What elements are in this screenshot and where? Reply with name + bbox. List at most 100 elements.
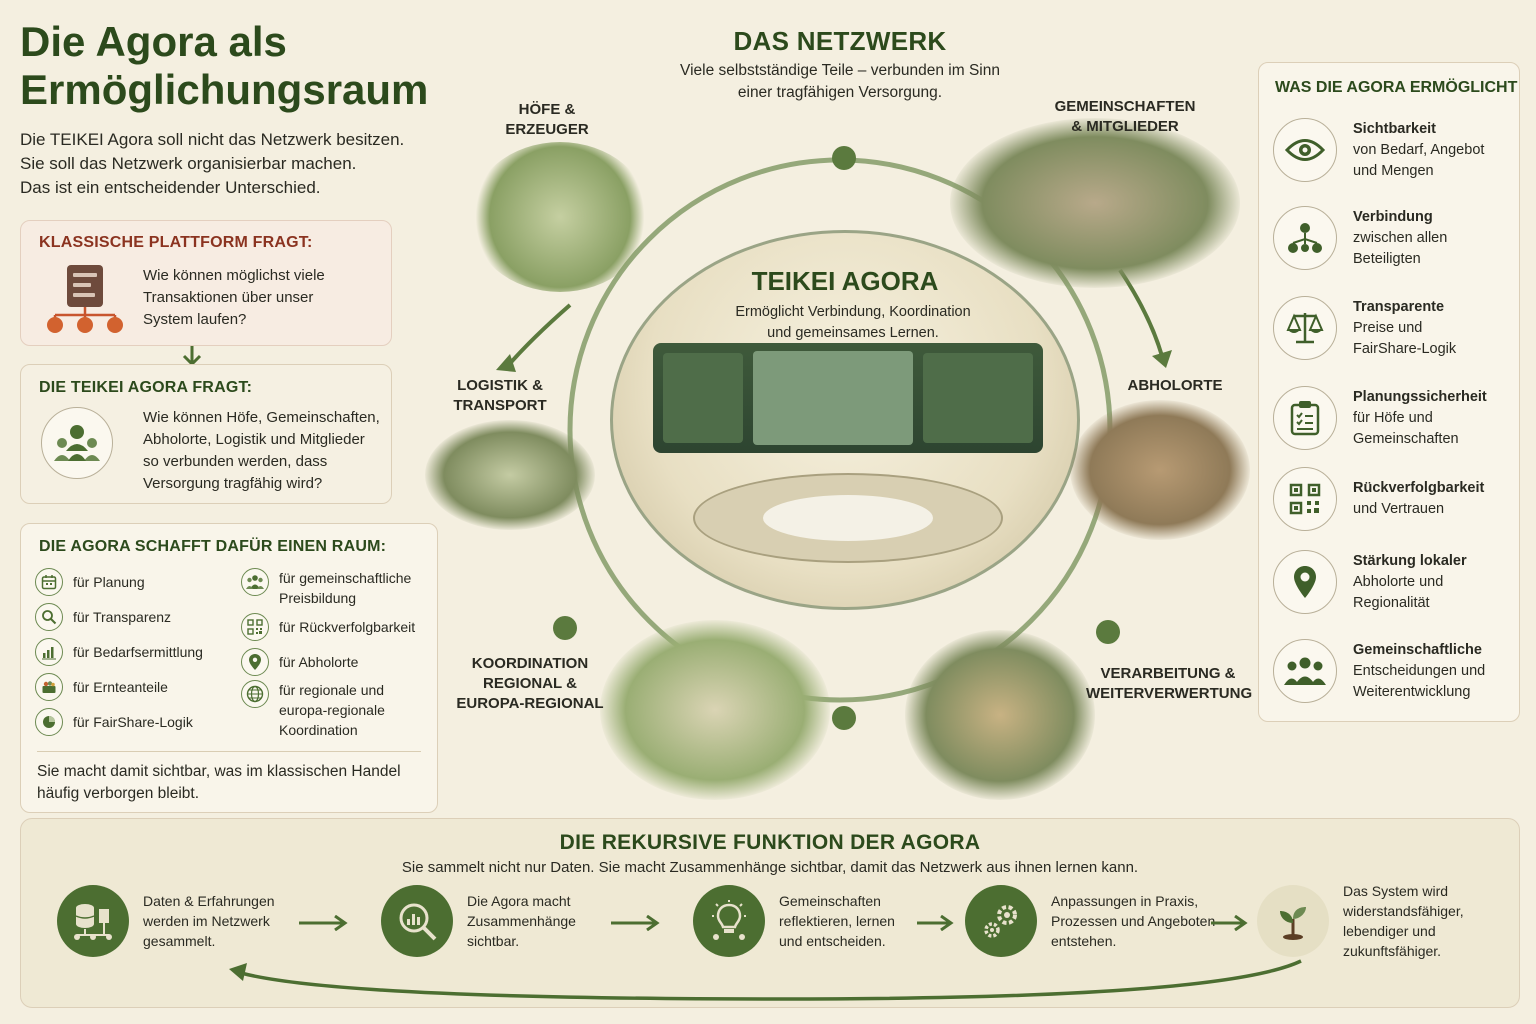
table-display: [763, 495, 933, 541]
arrow-right-icon: [1211, 915, 1248, 931]
intro-line: Die TEIKEI Agora soll nicht das Netzwerk…: [20, 130, 405, 149]
recursive-function-subtitle: Sie sammelt nicht nur Daten. Sie macht Z…: [401, 859, 1139, 876]
qr-code-icon: [241, 613, 269, 641]
step-line: Das System wird: [1343, 883, 1449, 899]
step-line: zukunftsfähiger.: [1343, 943, 1442, 959]
community-icon: [41, 407, 113, 479]
qr-code-icon: [1273, 467, 1337, 531]
recursive-step-4: Anpassungen in Praxis, Prozessen und Ange…: [965, 885, 1215, 957]
enables-item-text: FairShare-Logik: [1353, 340, 1457, 357]
enables-item-text: Regionalität: [1353, 594, 1430, 611]
recursive-function-panel: DIE REKURSIVE FUNKTION DER AGORA Sie sam…: [20, 818, 1520, 1008]
enables-item-text: und Vertrauen: [1353, 501, 1445, 517]
node-label-line: REGIONAL &: [483, 675, 577, 692]
arrow-right-icon: [611, 915, 660, 931]
enables-item-text: Entscheidungen und: [1353, 662, 1486, 679]
enables-item-title: Rückverfolgbarkeit: [1353, 480, 1485, 496]
raum-item-transparenz: für Transparenz: [35, 603, 171, 631]
farm-scene-illustration: [470, 142, 650, 292]
node-label-line: & MITGLIEDER: [1071, 118, 1179, 135]
network-title: DAS NETZWERK: [733, 26, 947, 56]
raum-item-planung: für Planung: [35, 568, 145, 596]
magnifier-chart-icon: [381, 885, 453, 957]
network-subtitle-line: einer tragfähigen Versorgung.: [737, 84, 943, 101]
enables-item-rueckverfolgbarkeit: Rückverfolgbarkeit und Vertrauen: [1273, 467, 1484, 531]
node-label-line: VERARBEITUNG &: [1100, 665, 1236, 682]
dashboard-screens: [653, 343, 1043, 453]
sprout-icon: [1257, 885, 1329, 957]
step-line: reflektieren, lernen: [779, 913, 895, 929]
raum-item-rueckverfolgbarkeit: für Rückverfolgbarkeit: [241, 613, 431, 641]
pickup-point-scene-illustration: [1070, 400, 1250, 540]
raum-item-label: für Bedarfsermittlung: [73, 644, 203, 660]
eye-icon: [1273, 118, 1337, 182]
step-line: Prozessen und Angeboten: [1051, 913, 1216, 929]
group-icon: [1273, 639, 1337, 703]
step-line: und entscheiden.: [779, 933, 886, 949]
classic-platform-card: KLASSISCHE PLATTFORM FRAGT: Wie können m…: [20, 220, 392, 346]
step-line: gesammelt.: [143, 933, 216, 949]
community-scene-illustration: [950, 118, 1240, 288]
raum-item-label: für gemeinschaftliche Preisbildung: [279, 570, 412, 606]
enables-item-text: Weiterentwicklung: [1353, 683, 1471, 700]
processing-scene-illustration: [905, 630, 1095, 800]
enables-item-title: Planungssicherheit: [1353, 388, 1487, 405]
enables-item-title: Gemeinschaftliche: [1353, 641, 1482, 658]
search-icon: [35, 603, 63, 631]
raum-item-label: für Abholorte: [279, 654, 359, 670]
arrow-right-icon: [917, 915, 954, 931]
agora-space-footer: Sie macht damit sichtbar, was im klassis…: [37, 763, 401, 802]
group-icon: [241, 568, 269, 596]
raum-item-preisbildung: für gemeinschaftliche Preisbildung: [241, 568, 431, 608]
node-label-gemeinschaften: GEMEINSCHAFTEN & MITGLIEDER: [1040, 97, 1210, 137]
gears-icon: [965, 885, 1037, 957]
classic-platform-title: KLASSISCHE PLATTFORM FRAGT:: [39, 234, 313, 251]
pie-chart-icon: [35, 708, 63, 736]
node-label-hoefe: HÖFE & ERZEUGER: [497, 100, 597, 140]
recursive-function-title: DIE REKURSIVE FUNKTION DER AGORA: [559, 831, 981, 854]
enables-item-text: und Mengen: [1353, 162, 1434, 179]
intro-line: Sie soll das Netzwerk organisierbar mach…: [20, 154, 357, 173]
step-line: Anpassungen in Praxis,: [1051, 893, 1199, 909]
raum-item-fairshare: für FairShare-Logik: [35, 708, 193, 736]
node-label-line: GEMEINSCHAFTEN: [1054, 98, 1196, 115]
title-line-1: Die Agora als: [20, 18, 287, 65]
network-subtitle-line: Viele selbstständige Teile – verbunden i…: [680, 62, 1000, 79]
enables-item-text: zwischen allen: [1353, 229, 1448, 246]
node-label-line: TRANSPORT: [453, 397, 547, 414]
node-label-line: ABHOLORTE: [1127, 377, 1223, 394]
location-pin-icon: [1273, 550, 1337, 614]
globe-icon: [241, 680, 269, 708]
step-line: Daten & Erfahrungen: [143, 893, 275, 909]
step-line: sichtbar.: [467, 933, 520, 949]
recursive-step-text: Anpassungen in Praxis, Prozessen und Ange…: [1051, 891, 1215, 951]
node-label-verarbeitung: VERARBEITUNG & WEITERVERWERTUNG: [1086, 664, 1252, 704]
raum-item-label: für Transparenz: [73, 609, 172, 625]
agora-center-subtitle: Ermöglicht Verbindung, Koordination und …: [680, 302, 1026, 344]
intro-text: Die TEIKEI Agora soll nicht das Netzwerk…: [20, 128, 440, 200]
europe-map-illustration: [600, 620, 830, 800]
enables-item-text: Abholorte und: [1353, 573, 1444, 590]
step-line: lebendiger und: [1343, 923, 1436, 939]
teikei-agora-question: Wie können Höfe, Gemeinschaften, Abholor…: [143, 409, 380, 492]
network-subtitle: Viele selbstständige Teile – verbunden i…: [640, 60, 1040, 104]
raum-item-label: für Rückverfolgbarkeit: [279, 619, 416, 635]
teikei-agora-title: DIE TEIKEI AGORA FRAGT:: [39, 379, 253, 396]
node-label-line: LOGISTIK &: [457, 377, 543, 394]
agora-space-card: DIE AGORA SCHAFFT DAFÜR EINEN RAUM: für …: [20, 523, 438, 813]
bar-chart-icon: [35, 638, 63, 666]
step-line: entstehen.: [1051, 933, 1117, 949]
calendar-icon: [35, 568, 63, 596]
intro-line: Das ist ein entscheidender Unterschied.: [20, 178, 321, 197]
